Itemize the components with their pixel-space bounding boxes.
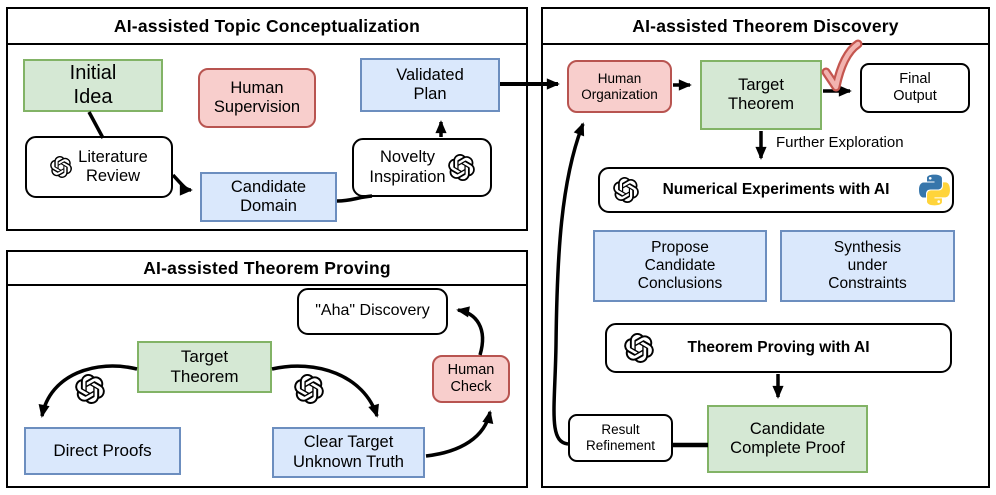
edge-label-further-exploration: Further Exploration	[776, 134, 904, 151]
openai-icon	[50, 156, 72, 178]
node-validated-plan: Validated Plan	[360, 58, 500, 112]
node-candidate-complete-proof: Candidate Complete Proof	[707, 405, 868, 473]
panel-title-proving: AI-assisted Theorem Proving	[8, 252, 526, 286]
node-theorem-proving-with-ai: Theorem Proving with AI	[605, 323, 952, 373]
node-synthesis-under-constraints: Synthesis under Constraints	[780, 230, 955, 302]
panel-title-topic: AI-assisted Topic Conceptualization	[8, 9, 526, 45]
node-propose-candidate-conclusions: Propose Candidate Conclusions	[593, 230, 767, 302]
openai-icon	[75, 374, 105, 404]
node-numerical-experiments-label: Numerical Experiments with AI	[662, 180, 890, 198]
python-icon	[919, 175, 950, 206]
openai-icon	[448, 154, 475, 181]
node-aha-discovery: "Aha" Discovery	[297, 288, 448, 335]
node-numerical-experiments: Numerical Experiments with AI	[598, 167, 954, 213]
node-clear-target-unknown-truth: Clear Target Unknown Truth	[272, 427, 425, 478]
node-target-theorem-proving: Target Theorem	[137, 341, 272, 393]
openai-icon	[613, 177, 639, 203]
node-literature-review: Literature Review	[25, 136, 173, 198]
node-theorem-proving-with-ai-label: Theorem Proving with AI	[687, 338, 870, 356]
node-novelty-inspiration: Novelty Inspiration	[352, 138, 492, 197]
node-human-organization: Human Organization	[567, 60, 672, 113]
node-literature-review-label: Literature Review	[78, 147, 148, 185]
node-initial-idea: Initial Idea	[23, 59, 163, 112]
node-target-theorem-discovery: Target Theorem	[700, 60, 822, 130]
node-direct-proofs: Direct Proofs	[24, 427, 181, 475]
panel-title-discovery: AI-assisted Theorem Discovery	[543, 9, 988, 45]
node-result-refinement: Result Refinement	[568, 414, 673, 462]
openai-icon	[624, 333, 654, 363]
openai-icon	[294, 374, 324, 404]
node-human-check: Human Check	[432, 355, 510, 403]
node-candidate-domain: Candidate Domain	[200, 172, 337, 222]
node-novelty-inspiration-label: Novelty Inspiration	[369, 148, 446, 186]
node-final-output: Final Output	[860, 63, 970, 113]
node-human-supervision: Human Supervision	[198, 68, 316, 128]
